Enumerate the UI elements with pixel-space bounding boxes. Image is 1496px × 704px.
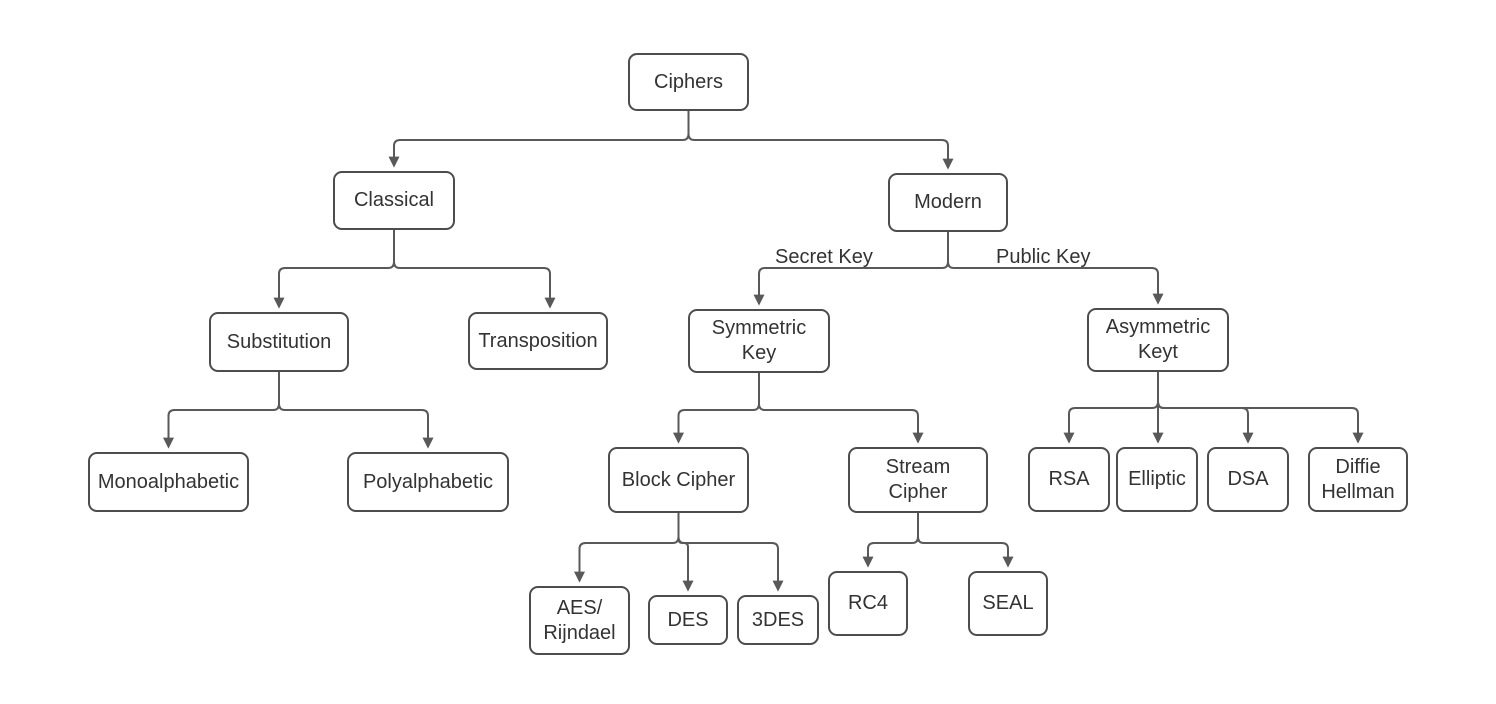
node-elliptic: Elliptic — [1116, 447, 1198, 512]
node-transposition-label: Transposition — [478, 329, 598, 352]
node-asymmetric-key: Asymmetric Keyt — [1087, 308, 1229, 372]
node-asymmetric-key-label: Asymmetric Keyt — [1105, 316, 1211, 363]
edge-stream-seal — [917, 513, 1014, 568]
node-transposition: Transposition — [468, 312, 608, 370]
node-seal: SEAL — [968, 571, 1048, 636]
node-3des: 3DES — [737, 595, 819, 645]
node-symmetric-key-label: Symmetric Key — [711, 317, 807, 364]
node-stream-cipher: Stream Cipher — [848, 447, 988, 513]
node-rsa: RSA — [1028, 447, 1110, 512]
edge-modern-asymmetric — [947, 232, 1164, 305]
edge-classical-transposition — [393, 230, 556, 309]
node-rc4-label: RC4 — [847, 592, 888, 614]
node-classical: Classical — [333, 171, 455, 230]
node-aes-rijndael: AES/ Rijndael — [529, 586, 630, 655]
edge-substitution-polyalphabetic — [278, 372, 434, 449]
node-des: DES — [648, 595, 728, 645]
edge-symmetric-stream — [758, 373, 924, 444]
edge-symmetric-block — [673, 373, 760, 444]
edge-modern-symmetric — [753, 232, 949, 306]
edge-ciphers-modern — [687, 111, 954, 170]
edge-block-des — [677, 513, 694, 592]
node-diffie-hellman: Diffie Hellman — [1308, 447, 1408, 512]
node-substitution-label: Substitution — [226, 330, 332, 353]
node-block-cipher-label: Block Cipher — [621, 468, 736, 491]
node-seal-label: SEAL — [982, 592, 1034, 614]
edge-label-secret-key: Secret Key — [773, 246, 875, 268]
node-rc4: RC4 — [828, 571, 908, 636]
node-substitution: Substitution — [209, 312, 349, 372]
node-rsa-label: RSA — [1048, 468, 1090, 490]
node-elliptic-label: Elliptic — [1128, 468, 1186, 490]
node-polyalphabetic-label: Polyalphabetic — [362, 470, 494, 493]
node-ciphers: Ciphers — [628, 53, 749, 111]
node-3des-label: 3DES — [751, 608, 805, 631]
edge-classical-substitution — [273, 230, 395, 309]
node-dsa-label: DSA — [1227, 468, 1269, 490]
node-classical-label: Classical — [353, 189, 435, 211]
node-symmetric-key: Symmetric Key — [688, 309, 830, 373]
edge-stream-rc4 — [862, 513, 919, 568]
node-des-label: DES — [667, 608, 709, 631]
node-aes-rijndael-label: AES/ Rijndael — [543, 596, 616, 644]
node-stream-cipher-label: Stream Cipher — [885, 456, 951, 503]
node-polyalphabetic: Polyalphabetic — [347, 452, 509, 512]
edge-block-aes — [574, 513, 680, 583]
node-dsa: DSA — [1207, 447, 1289, 512]
node-modern-label: Modern — [914, 191, 982, 213]
edge-label-public-key: Public Key — [994, 246, 1093, 268]
node-monoalphabetic: Monoalphabetic — [88, 452, 249, 512]
node-block-cipher: Block Cipher — [608, 447, 749, 513]
node-monoalphabetic-label: Monoalphabetic — [97, 470, 240, 493]
node-diffie-hellman-label: Diffie Hellman — [1321, 455, 1395, 503]
edge-asymmetric-rsa — [1063, 372, 1159, 444]
edge-block-3des — [677, 513, 784, 592]
node-ciphers-label: Ciphers — [654, 70, 723, 93]
edge-asymmetric-diffie — [1157, 372, 1364, 444]
node-modern: Modern — [888, 173, 1008, 232]
edge-ciphers-classical — [388, 111, 690, 168]
edge-substitution-monoalphabetic — [163, 372, 280, 449]
